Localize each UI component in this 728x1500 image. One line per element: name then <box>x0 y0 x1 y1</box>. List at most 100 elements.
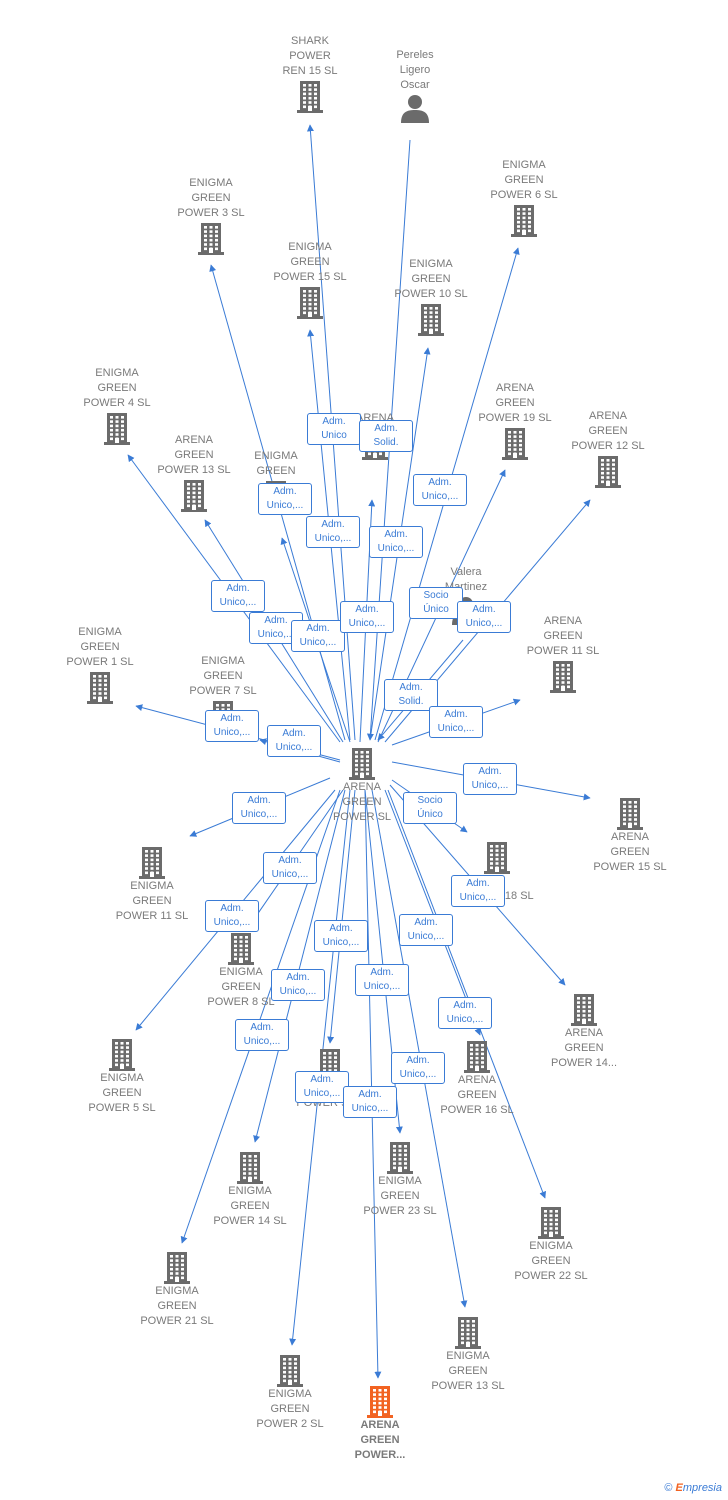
node-label: ENIGMA GREEN POWER 10 SL <box>394 258 468 300</box>
edge-c-eg14 <box>253 789 346 1143</box>
node-shark[interactable]: SHARK POWER REN 15 SL <box>255 34 365 113</box>
edge-c-eg13 <box>371 789 468 1308</box>
edge-role-label[interactable]: Adm. Unico,... <box>271 969 325 1001</box>
building-icon <box>45 670 155 704</box>
node-eg1[interactable]: ENIGMA GREEN POWER 1 SL <box>45 625 155 704</box>
edge-role-label[interactable]: Adm. Unico,... <box>438 997 492 1029</box>
node-eg14[interactable]: ENIGMA GREEN POWER 14 SL <box>195 1150 305 1229</box>
building-icon <box>307 746 417 780</box>
node-eg5[interactable]: ENIGMA GREEN POWER 5 SL <box>67 1037 177 1116</box>
node-label: ENIGMA GREEN POWER 7 SL <box>189 655 257 697</box>
node-ag11[interactable]: ARENA GREEN POWER 11 SL <box>508 614 618 693</box>
edge-role-label[interactable]: Adm. Unico,... <box>413 474 467 506</box>
building-icon <box>345 1140 455 1174</box>
node-eg3[interactable]: ENIGMA GREEN POWER 3 SL <box>156 176 266 255</box>
node-label: ARENA GREEN POWER 19 SL <box>478 382 552 424</box>
edge-role-label[interactable]: Socio Único <box>403 792 457 824</box>
node-label: ENIGMA GREEN POWER 4 SL <box>83 367 151 409</box>
node-eg21[interactable]: ENIGMA GREEN POWER 21 SL <box>122 1250 232 1329</box>
node-eg11[interactable]: ENIGMA GREEN POWER 11 SL <box>97 845 207 924</box>
edge-role-label[interactable]: Adm. Unico,... <box>205 900 259 932</box>
edge-role-label[interactable]: Adm. Unico,... <box>355 964 409 996</box>
node-eg15[interactable]: ENIGMA GREEN POWER 15 SL <box>255 240 365 319</box>
edge-role-label[interactable]: Adm. Unico,... <box>232 792 286 824</box>
building-icon <box>422 1039 532 1073</box>
building-icon <box>97 845 207 879</box>
building-icon <box>496 1205 606 1239</box>
building-icon <box>122 1250 232 1284</box>
node-agp[interactable]: ARENA GREEN POWER... <box>325 1384 435 1463</box>
edge-role-label[interactable]: Adm. Unico,... <box>205 710 259 742</box>
node-ag12[interactable]: ARENA GREEN POWER 12 SL <box>553 409 663 488</box>
node-label: ENIGMA GREEN POWER 13 SL <box>431 1350 505 1392</box>
node-eg10[interactable]: ENIGMA GREEN POWER 10 SL <box>376 257 486 336</box>
node-ag13[interactable]: ARENA GREEN POWER 13 SL <box>139 433 249 512</box>
edge-role-label[interactable]: Adm. Unico,... <box>343 1086 397 1118</box>
building-icon <box>469 203 579 237</box>
node-ag15[interactable]: ARENA GREEN POWER 15 SL <box>575 796 685 875</box>
node-eg6[interactable]: ENIGMA GREEN POWER 6 SL <box>469 158 579 237</box>
edge-role-label[interactable]: Adm. Unico,... <box>235 1019 289 1051</box>
node-pereles[interactable]: Pereles Ligero Oscar <box>360 48 470 123</box>
edge-role-label[interactable]: Adm. Unico,... <box>267 725 321 757</box>
edge-role-label[interactable]: Socio Único <box>409 587 463 619</box>
edge-c-ag16 <box>384 789 481 1036</box>
node-label: SHARK POWER REN 15 SL <box>282 35 338 77</box>
building-icon <box>442 840 552 874</box>
edge-role-label[interactable]: Adm. Unico,... <box>258 483 312 515</box>
node-eg23[interactable]: ENIGMA GREEN POWER 23 SL <box>345 1140 455 1219</box>
building-icon <box>553 454 663 488</box>
node-eg2[interactable]: ENIGMA GREEN POWER 2 SL <box>235 1353 345 1432</box>
node-ag19[interactable]: ARENA GREEN POWER 19 SL <box>460 381 570 460</box>
edge-role-label[interactable]: Adm. Unico,... <box>340 601 394 633</box>
node-ag14[interactable]: ARENA GREEN POWER 14... <box>529 992 639 1071</box>
edge-role-label[interactable]: Adm. Solid. <box>359 420 413 452</box>
edge-c-eg9 <box>327 789 356 1044</box>
node-label: ENIGMA GREEN POWER 14 SL <box>213 1185 287 1227</box>
edge-c-eg22 <box>387 789 547 1199</box>
edge-role-label[interactable]: Adm. Unico,... <box>463 763 517 795</box>
building-icon <box>67 1037 177 1071</box>
edge-role-label[interactable]: Adm. Unico,... <box>391 1052 445 1084</box>
building-icon <box>195 1150 305 1184</box>
building-icon <box>529 992 639 1026</box>
node-label: ENIGMA GREEN POWER 11 SL <box>115 880 189 922</box>
edge-role-label[interactable]: Adm. Unico,... <box>291 620 345 652</box>
edge-role-label[interactable]: Adm. Unico,... <box>295 1071 349 1103</box>
building-icon <box>413 1315 523 1349</box>
building-icon <box>156 221 266 255</box>
building-icon <box>255 79 365 113</box>
building-icon <box>460 426 570 460</box>
node-label: Pereles Ligero Oscar <box>396 49 434 91</box>
edge-role-label[interactable]: Adm. Unico,... <box>399 914 453 946</box>
node-eg22[interactable]: ENIGMA GREEN POWER 22 SL <box>496 1205 606 1284</box>
edge-role-label[interactable]: Adm. Unico,... <box>451 875 505 907</box>
node-label: ARENA GREEN POWER 11 SL <box>526 615 600 657</box>
node-label: ENIGMA GREEN POWER 3 SL <box>177 177 245 219</box>
node-eg13[interactable]: ENIGMA GREEN POWER 13 SL <box>413 1315 523 1394</box>
node-center[interactable]: ARENA GREEN POWER SL <box>307 746 417 825</box>
node-ag16[interactable]: ARENA GREEN POWER 16 SL <box>422 1039 532 1118</box>
edge-role-label[interactable]: Adm. Unico,... <box>429 706 483 738</box>
edge-role-label[interactable]: Adm. Unico,... <box>263 852 317 884</box>
node-label: ENIGMA GREEN POWER 23 SL <box>363 1175 437 1217</box>
node-label: ENIGMA GREEN POWER 8 SL <box>207 966 275 1008</box>
building-icon <box>255 285 365 319</box>
edge-role-label[interactable]: Adm. Unico,... <box>211 580 265 612</box>
node-label: ARENA GREEN POWER 16 SL <box>440 1074 514 1116</box>
edge-role-label[interactable]: Adm. Unico,... <box>457 601 511 633</box>
edge-role-label[interactable]: Adm. Unico <box>307 413 361 445</box>
node-eg4[interactable]: ENIGMA GREEN POWER 4 SL <box>62 366 172 445</box>
building-icon <box>508 659 618 693</box>
edge-role-label[interactable]: Adm. Unico,... <box>314 920 368 952</box>
edge-role-label[interactable]: Adm. Unico,... <box>306 516 360 548</box>
edge-role-label[interactable]: Adm. Solid. <box>384 679 438 711</box>
node-label: ARENA GREEN POWER... <box>354 1419 406 1461</box>
node-label: ENIGMA GREEN POWER 1 SL <box>66 626 134 668</box>
brand-logo: Empresia <box>675 1482 722 1494</box>
node-label: ARENA GREEN POWER 13 SL <box>157 434 231 476</box>
building-icon <box>139 478 249 512</box>
node-eg8[interactable]: ENIGMA GREEN POWER 8 SL <box>186 931 296 1010</box>
edge-c-agp <box>364 789 382 1379</box>
edge-role-label[interactable]: Adm. Unico,... <box>369 526 423 558</box>
